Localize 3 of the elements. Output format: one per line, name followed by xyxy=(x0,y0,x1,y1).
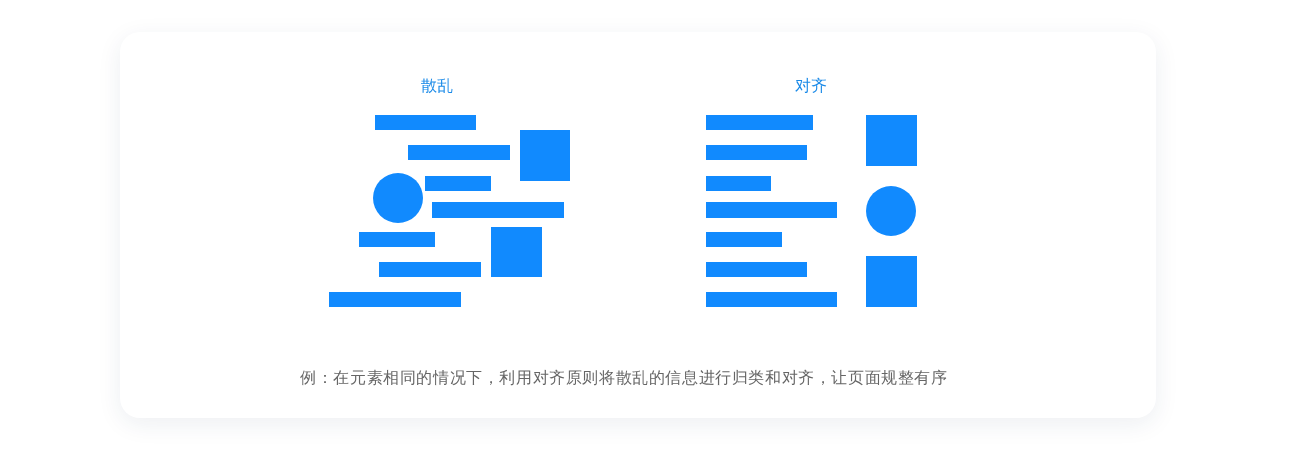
group-heading: 散乱 xyxy=(421,76,453,96)
caption-text: 例：在元素相同的情况下，利用对齐原则将散乱的信息进行归类和对齐，让页面规整有序 xyxy=(300,368,948,388)
group-heading: 对齐 xyxy=(795,76,827,96)
